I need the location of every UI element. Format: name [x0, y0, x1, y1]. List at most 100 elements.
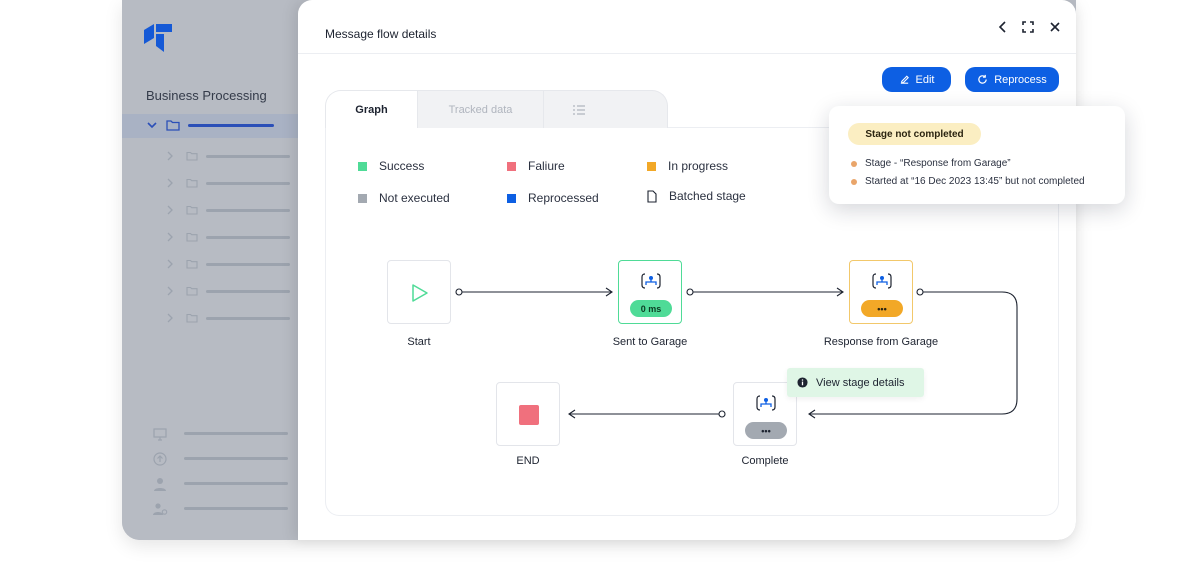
bottom-nav-item[interactable]	[152, 451, 292, 467]
legend-swatch-in-progress	[647, 161, 656, 171]
node-status-pill: •••	[861, 300, 903, 317]
bottom-nav-label-placeholder	[184, 457, 288, 460]
view-stage-details-button[interactable]: View stage details	[787, 368, 924, 397]
tree-item-label-placeholder	[206, 236, 290, 239]
legend-not-executed: Not executed	[358, 191, 450, 205]
close-icon[interactable]	[1046, 18, 1064, 36]
node-complete[interactable]: •••	[733, 382, 797, 446]
popover-line-stage: Stage - “Response from Garage”	[851, 158, 1011, 169]
expand-icon[interactable]	[1019, 18, 1037, 36]
folder-icon	[186, 205, 198, 215]
legend-success: Success	[358, 159, 424, 173]
tab-graph[interactable]: Graph	[326, 91, 418, 128]
chevron-right-icon[interactable]	[166, 151, 174, 161]
bottom-nav-label-placeholder	[184, 507, 288, 510]
chevron-right-icon[interactable]	[166, 205, 174, 215]
legend-label: Not executed	[379, 191, 450, 205]
chevron-right-icon[interactable]	[166, 286, 174, 296]
play-icon	[412, 284, 428, 302]
brand-logo-icon	[144, 24, 172, 52]
tree-item[interactable]	[166, 150, 296, 164]
stop-icon	[519, 405, 539, 425]
legend-swatch-not-executed	[358, 193, 367, 203]
node-duration-pill: 0 ms	[630, 300, 672, 317]
node-end[interactable]	[496, 382, 560, 446]
folder-icon	[186, 313, 198, 323]
tree-item[interactable]	[166, 312, 296, 326]
reprocess-button[interactable]: Reprocess	[965, 67, 1059, 92]
legend-in-progress: In progress	[647, 159, 728, 173]
stage-process-icon	[872, 273, 892, 289]
legend-failure: Faliure	[507, 159, 565, 173]
status-badge: Stage not completed	[848, 123, 981, 145]
chevron-right-icon[interactable]	[166, 178, 174, 188]
tab-tracked-data[interactable]: Tracked data	[418, 91, 544, 128]
node-start[interactable]	[387, 260, 451, 324]
view-stage-details-label: View stage details	[816, 376, 905, 389]
stage-status-popover: Stage not completed Stage - “Response fr…	[829, 106, 1125, 204]
document-icon	[647, 189, 657, 203]
users-settings-icon	[153, 503, 168, 515]
folder-icon	[186, 151, 198, 161]
modal-title: Message flow details	[325, 27, 437, 41]
modal-header: Message flow details	[298, 0, 1076, 54]
legend-label: Faliure	[528, 159, 565, 173]
tree-item[interactable]	[166, 204, 296, 218]
folder-icon	[186, 259, 198, 269]
info-icon	[797, 377, 808, 388]
edit-icon	[900, 75, 909, 84]
legend-swatch-failure	[507, 161, 516, 171]
node-sent-to-garage[interactable]: 0 ms	[618, 260, 682, 324]
tree-item[interactable]	[166, 258, 296, 272]
bottom-nav-item[interactable]	[152, 476, 292, 492]
folder-icon	[186, 232, 198, 242]
popover-line-started: Started at “16 Dec 2023 13:45” but not c…	[851, 176, 1085, 187]
node-label-complete: Complete	[741, 455, 789, 467]
legend-label: In progress	[668, 159, 729, 173]
popover-stage-text: Stage - “Response from Garage”	[865, 158, 1011, 169]
tree-item-label-placeholder	[206, 317, 290, 320]
bottom-nav-label-placeholder	[184, 432, 288, 435]
bullet-dot	[851, 178, 857, 185]
tree-item-label-placeholder	[206, 290, 290, 293]
tree-item-label-placeholder	[206, 155, 290, 158]
bottom-nav-item[interactable]	[152, 501, 292, 517]
app-title: Business Processing	[146, 88, 267, 103]
bottom-nav-label-placeholder	[184, 482, 288, 485]
tab-list-view[interactable]	[544, 91, 614, 128]
edit-button-label: Edit	[915, 73, 935, 86]
tree-item-label-placeholder	[188, 124, 274, 127]
bullet-dot	[851, 160, 857, 167]
edit-button[interactable]: Edit	[882, 67, 951, 92]
folder-icon	[186, 178, 198, 188]
node-label-response: Response from Garage	[823, 336, 939, 348]
legend-swatch-reprocessed	[507, 193, 516, 203]
tab-bar: Graph Tracked data	[325, 90, 668, 128]
tree-item-label-placeholder	[206, 182, 290, 185]
chevron-right-icon[interactable]	[166, 232, 174, 242]
monitor-icon	[153, 428, 167, 441]
folder-icon	[166, 120, 180, 131]
chevron-right-icon[interactable]	[166, 313, 174, 323]
node-response-from-garage[interactable]: •••	[849, 260, 913, 324]
tree-item[interactable]	[166, 177, 296, 191]
stage-process-icon	[641, 273, 661, 289]
legend-label: Batched stage	[669, 189, 746, 203]
folder-icon	[186, 286, 198, 296]
tree-item[interactable]	[166, 231, 296, 245]
legend-batched: Batched stage	[647, 189, 746, 203]
refresh-icon	[978, 74, 987, 84]
chevron-down-icon[interactable]	[146, 119, 158, 131]
chevron-left-icon[interactable]	[994, 18, 1012, 36]
sidebar: Business Processing	[122, 0, 298, 540]
node-label-sent: Sent to Garage	[612, 336, 688, 348]
bottom-nav-item[interactable]	[152, 426, 292, 442]
tree-item-label-placeholder	[206, 209, 290, 212]
tree-item[interactable]	[166, 285, 296, 299]
reprocess-button-label: Reprocess	[994, 73, 1047, 86]
node-label-start: Start	[407, 336, 431, 348]
message-flow-modal: Message flow details Edit Reprocess Grap…	[298, 0, 1076, 540]
list-icon	[573, 105, 585, 115]
legend-reprocessed: Reprocessed	[507, 191, 599, 205]
chevron-right-icon[interactable]	[166, 259, 174, 269]
